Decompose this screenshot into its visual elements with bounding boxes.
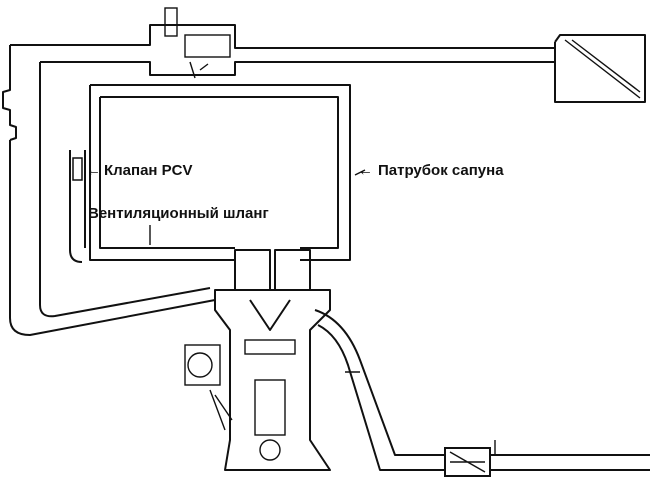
exhaust-pipe [314, 309, 650, 477]
engine [184, 249, 331, 471]
breather-arrow-icon [354, 169, 366, 176]
intake-duct [2, 7, 555, 141]
label-pcv-valve: Клапан PCV [104, 162, 193, 179]
air-cleaner [554, 34, 646, 103]
breather-arrow-label-icon: ← [358, 162, 373, 179]
label-breather-pipe: Патрубок сапуна [378, 162, 504, 179]
pcv-arrow-icon: ← [86, 162, 101, 179]
pcv-valve-icon [72, 157, 83, 181]
left-pcv-line [9, 62, 216, 336]
breather-box [89, 84, 366, 261]
label-ventilation-hose: Вентиляционный шланг [88, 205, 269, 222]
